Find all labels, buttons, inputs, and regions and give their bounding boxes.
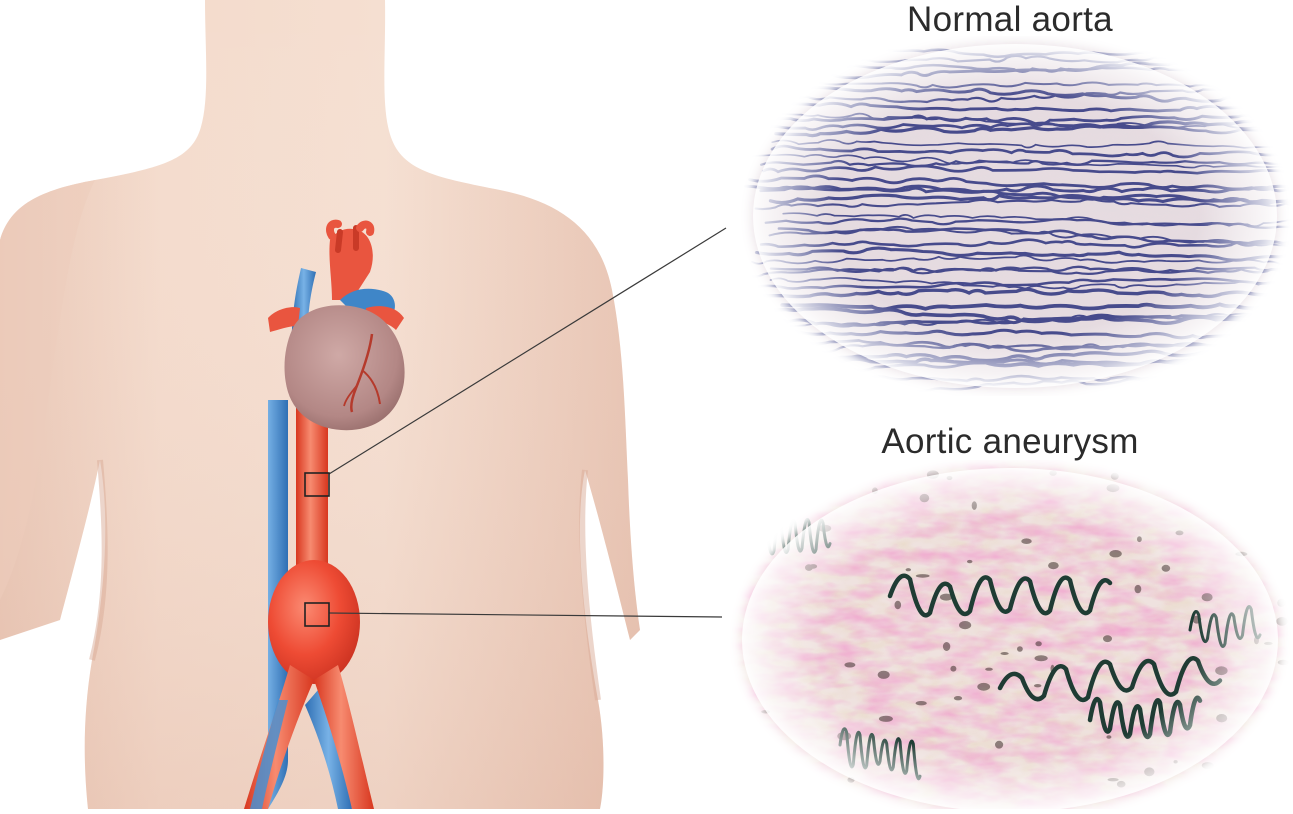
- cell-nucleus: [1202, 762, 1214, 769]
- cell-nucleus: [1247, 747, 1256, 755]
- cell-nucleus: [1278, 660, 1289, 665]
- aneurysm-bulge: [268, 560, 360, 684]
- normal-vignette: [753, 44, 1277, 388]
- cell-nucleus: [1270, 535, 1283, 542]
- cell-nucleus: [1111, 473, 1119, 480]
- cell-nucleus: [772, 502, 784, 510]
- normal-aorta-label: Normal aorta: [760, 0, 1260, 40]
- cell-nucleus: [1218, 474, 1223, 482]
- cell-nucleus: [839, 790, 844, 796]
- cell-nucleus: [1249, 516, 1260, 520]
- cell-nucleus: [739, 787, 743, 791]
- cell-nucleus: [764, 775, 772, 779]
- cell-nucleus: [742, 509, 747, 518]
- cell-nucleus: [736, 558, 744, 563]
- cell-nucleus: [1277, 599, 1285, 607]
- aneurysm-vignette: [742, 468, 1278, 809]
- cell-nucleus: [1276, 617, 1287, 626]
- aortic-aneurysm-label: Aortic aneurysm: [760, 422, 1260, 462]
